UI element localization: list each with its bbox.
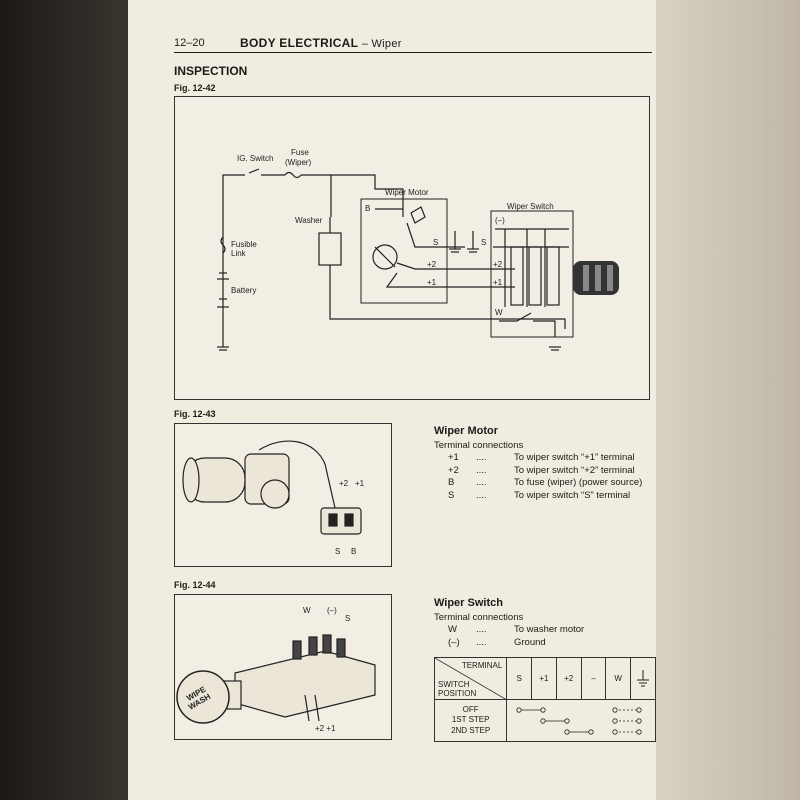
wiper-switch-label: Wiper Switch [507, 202, 554, 211]
switch-s-terminal-label: S [345, 614, 350, 623]
battery-label: Battery [231, 286, 256, 295]
wiper-switch-title: Wiper Switch [434, 597, 503, 609]
fig-12-42-label: Fig. 12-42 [174, 83, 216, 93]
fusible-link-label-2: Link [231, 249, 247, 258]
page-number: 12–20 [174, 37, 205, 49]
table-col-header: +1 [531, 657, 557, 700]
ig-switch-label: IG. Switch [237, 154, 273, 163]
terminal-b-label: B [365, 204, 370, 213]
wiper-motor-section: Wiper Motor Terminal connections +1....T… [434, 425, 642, 502]
switch-w-terminal-label: W [303, 606, 311, 615]
wiper-motor-row: S....To wiper switch “S” terminal [448, 489, 631, 501]
inspection-heading: INSPECTION [174, 64, 248, 78]
wipe-wash-knob-icon [176, 670, 230, 724]
fig-12-44-box: W (–) S +2 +1 WIPE WASH [174, 594, 392, 740]
fuse-label: Fuse [291, 148, 309, 157]
terminal-s-label: S [433, 238, 438, 247]
section-title: BODY ELECTRICAL – Wiper [240, 36, 402, 50]
page-gutter [0, 0, 128, 800]
wiper-motor-title: Wiper Motor [434, 425, 499, 437]
motor-s-label: S [335, 547, 340, 556]
position-off: OFF [462, 704, 479, 714]
terminal-plus2-label: +2 [427, 260, 437, 269]
facing-page-bleed [656, 0, 800, 800]
position-2nd-step: 2ND STEP [451, 725, 491, 735]
wiper-motor-subtitle: Terminal connections [434, 439, 524, 451]
switch-plus2-label: +2 [493, 260, 503, 269]
switch-plus1-label: +1 [493, 278, 503, 287]
position-1st-step: 1ST STEP [451, 715, 490, 725]
fig-12-43-box: +2 +1 S B [174, 423, 392, 567]
subsection-name: – Wiper [361, 38, 402, 50]
fig-12-43-label: Fig. 12-43 [174, 409, 216, 419]
page-header: 12–20 BODY ELECTRICAL – Wiper [174, 36, 652, 53]
ground-symbol-icon [630, 657, 656, 700]
continuity-diagram [516, 707, 642, 735]
fig-12-42-box: IG. Switch Fuse (Wiper) Fusible Link Bat… [174, 96, 650, 400]
wiper-switch-subtitle: Terminal connections [434, 611, 524, 623]
wiper-motor-row: +2....To wiper switch “+2” terminal [448, 464, 635, 476]
wiper-motor-row: B....To fuse (wiper) (power source) [448, 477, 643, 488]
fuse-sub-label: (Wiper) [285, 158, 312, 167]
wiper-switch-section: Wiper Switch Terminal connections W....T… [434, 597, 584, 649]
wiper-motor-row: +1....To wiper switch “+1” terminal [448, 452, 635, 463]
section-name: BODY ELECTRICAL [240, 36, 359, 50]
wiper-motor-label: Wiper Motor [385, 188, 429, 197]
motor-plus2-label: +2 [339, 479, 349, 488]
table-col-header: – [580, 657, 607, 700]
wiper-switch-row: W....To washer motor [448, 624, 585, 635]
table-col-header: S [506, 657, 533, 700]
switch-plus-terminals-label: +2 +1 [315, 724, 336, 733]
motor-plus1-label: +1 [355, 479, 365, 488]
wiper-motor-illustration: +2 +1 S B [182, 440, 365, 556]
fusible-link-label-1: Fusible [231, 240, 257, 249]
switch-minus-terminal-label: (–) [327, 606, 337, 615]
manual-page: 12–20 BODY ELECTRICAL – Wiper INSPECTION… [128, 0, 656, 800]
terminal-plus1-label: +1 [427, 278, 437, 287]
table-col-header: W [605, 657, 632, 700]
table-row-labels: OFF 1ST STEP 2ND STEP [433, 699, 508, 742]
terminal-s2-label: S [481, 238, 486, 247]
wiring-diagram: IG. Switch Fuse (Wiper) Fusible Link Bat… [217, 148, 619, 351]
switch-w-label: W [495, 308, 503, 317]
washer-label: Washer [295, 216, 323, 225]
switch-minus-label: (–) [495, 216, 505, 225]
wiper-switch-row: (–)....Ground [448, 636, 546, 648]
terminal-header: TERMINAL [461, 661, 503, 670]
fig-12-44-label: Fig. 12-44 [174, 580, 216, 590]
wiper-switch-illustration: W (–) S +2 +1 WIPE WASH [176, 606, 376, 733]
continuity-cells [506, 699, 656, 742]
motor-b-label: B [351, 547, 356, 556]
table-col-header: +2 [555, 657, 582, 700]
